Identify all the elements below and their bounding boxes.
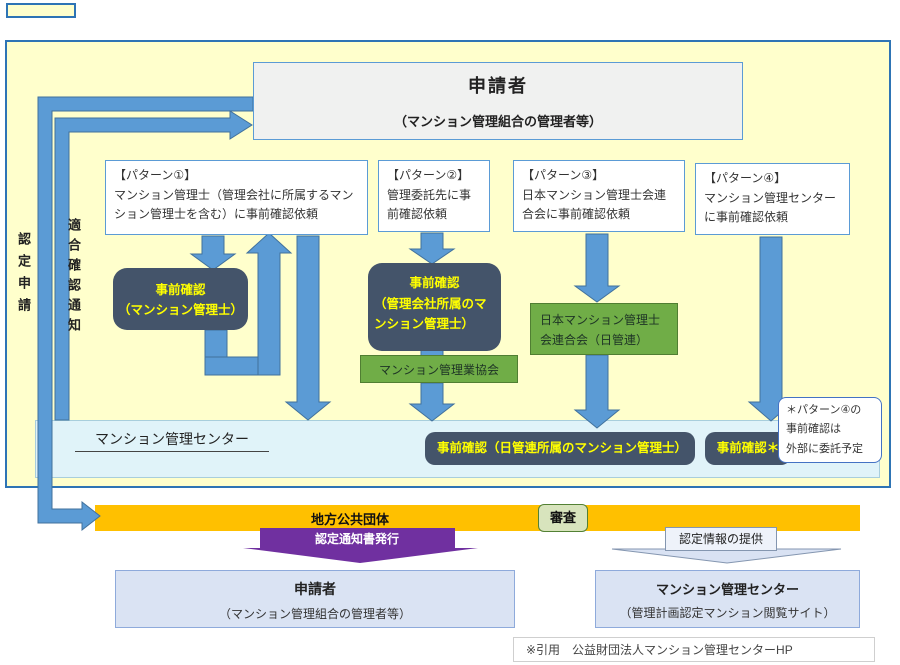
center-bottom-box: マンション管理センター （管理計画認定マンション閲覧サイト） — [595, 570, 860, 628]
pattern-4-box: 【パターン④】 マンション管理センターに事前確認依頼 — [695, 163, 850, 235]
applicant-bottom-subtitle: （マンション管理組合の管理者等） — [218, 607, 411, 621]
pattern-2-box: 【パターン②】 管理委託先に事前確認依頼 — [378, 160, 490, 232]
pattern-1-body: マンション管理士（管理会社に所属するマンション管理士を含む）に事前確認依頼 — [114, 187, 354, 222]
precheck-nikkanren-box: 事前確認（日管連所属のマンション管理士） — [425, 432, 695, 465]
label-certification-application: 認定申請 — [16, 232, 31, 320]
certified-info-label: 認定情報の提供 — [665, 527, 777, 551]
precheck-kanrishi-line2: （マンション管理士） — [117, 303, 243, 317]
applicant-top-box: 申請者 （マンション管理組合の管理者等） — [253, 62, 743, 140]
pattern-4-body: マンション管理センターに事前確認依頼 — [704, 190, 837, 225]
center-bottom-title: マンション管理センター — [655, 582, 799, 597]
precheck-kanrigaisha-box: 事前確認 （管理会社所属のマンション管理士） — [368, 263, 501, 351]
applicant-bottom-box: 申請者 （マンション管理組合の管理者等） — [115, 570, 515, 628]
nikkanren-line1: 日本マンション管理士 — [540, 313, 661, 327]
applicant-title: 申請者 — [468, 76, 528, 96]
nikkanren-line2: 会連合会（日管連） — [540, 332, 649, 347]
note-line2: 事前確認は — [786, 423, 841, 436]
pattern-2-body: 管理委託先に事前確認依頼 — [387, 187, 472, 222]
applicant-bottom-title: 申請者 — [294, 581, 336, 597]
citation-note: ※引用 公益財団法人マンション管理センターHP — [513, 637, 875, 662]
precheck-external-box: 事前確認＊ — [705, 432, 791, 465]
precheck-kanrishi-box: 事前確認 （マンション管理士） — [113, 268, 248, 330]
precheck-kanrishi-line1: 事前確認 — [155, 283, 206, 297]
pattern-1-title: 【パターン①】 — [114, 168, 197, 182]
pattern-4-title: 【パターン④】 — [704, 171, 787, 185]
pattern-3-body: 日本マンション管理士会連合会に事前確認依頼 — [522, 187, 667, 222]
management-center-label: マンション管理センター — [75, 429, 269, 452]
pattern-2-title: 【パターン②】 — [387, 168, 470, 182]
note-line1: ＊パターン④の — [786, 404, 862, 416]
pattern4-note-box: ＊パターン④の 事前確認は 外部に委託予定 — [778, 397, 882, 463]
pattern-3-box: 【パターン③】 日本マンション管理士会連合会に事前確認依頼 — [513, 160, 685, 232]
center-bottom-subtitle: （管理計画認定マンション閲覧サイト） — [619, 606, 836, 620]
precheck-kanrigaisha-line1: 事前確認 — [409, 276, 460, 290]
nikkanren-box: 日本マンション管理士 会連合会（日管連） — [530, 303, 678, 355]
certificate-issue-label: 認定通知書発行 — [314, 532, 399, 546]
precheck-kanrigaisha-line2: （管理会社所属のマンション管理士） — [374, 296, 487, 332]
kanrigyo-kyokai-box: マンション管理業協会 — [360, 355, 518, 383]
legend-swatch — [6, 3, 76, 18]
applicant-subtitle: （マンション管理組合の管理者等） — [393, 114, 602, 129]
pattern-1-box: 【パターン①】 マンション管理士（管理会社に所属するマンション管理士を含む）に事… — [105, 160, 368, 235]
label-conformity-notice: 適合確認通知 — [66, 218, 81, 338]
local-government-label: 地方公共団体 — [310, 512, 389, 527]
arrow-certified-info — [611, 548, 842, 564]
review-badge: 審査 — [538, 504, 588, 532]
pattern-3-title: 【パターン③】 — [522, 168, 605, 182]
note-line3: 外部に委託予定 — [786, 442, 863, 455]
